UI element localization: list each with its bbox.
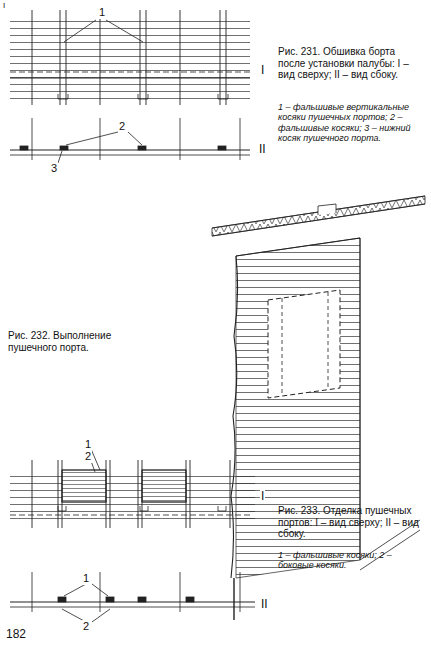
callout-number: 1: [82, 572, 90, 585]
fig231-top-view: [10, 10, 250, 105]
figure-caption: Рис. 233. Отделка пушечных портов: I – в…: [278, 505, 423, 540]
callout-number: 2: [118, 120, 126, 133]
caption-key: 1 – фальшивые косяки; 2 – боковые косяки…: [278, 550, 423, 571]
fig233-top-view: [10, 449, 255, 528]
corner-mark: I: [3, 1, 5, 10]
callout-number: 1: [98, 6, 106, 19]
view-mark: II: [260, 598, 269, 612]
callout-number: 3: [50, 162, 58, 175]
view-mark: I: [260, 490, 265, 504]
view-mark: II: [258, 143, 267, 157]
callout-number: 2: [82, 620, 90, 633]
figure-caption: Рис. 232. Выполнение пушечного порта.: [8, 330, 138, 353]
caption-key: 1 – фальшивые вертикальные косяки пушечн…: [278, 102, 423, 143]
fig231-side-view: [10, 118, 250, 163]
view-mark: I: [260, 64, 265, 78]
callout-number: 2: [84, 450, 92, 463]
figure-caption: Рис. 231. Обшивка борта после установки …: [278, 46, 423, 81]
callout-number: 1: [84, 438, 92, 451]
page-number: 182: [6, 628, 26, 642]
fig232-gun-port: [212, 196, 425, 620]
fig233-side-view: [10, 572, 255, 622]
